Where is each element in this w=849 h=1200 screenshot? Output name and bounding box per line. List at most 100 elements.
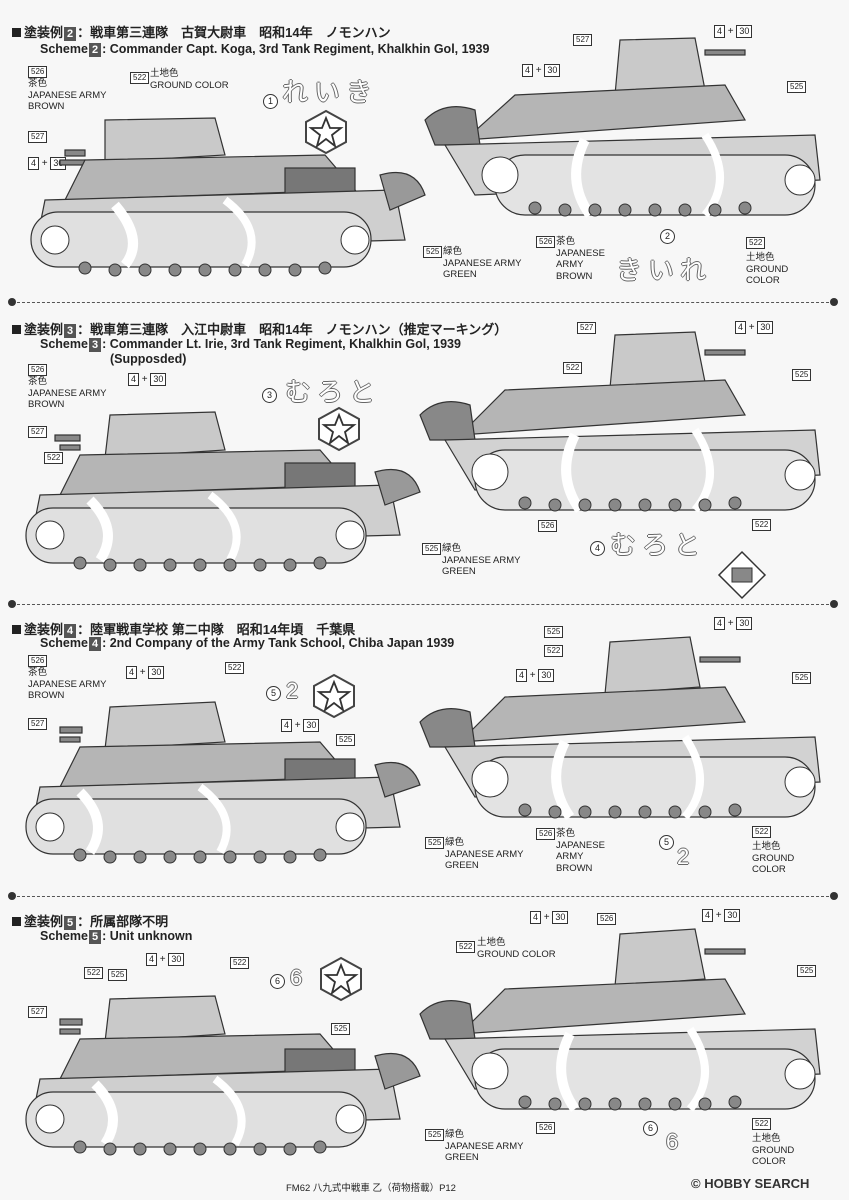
callout-6: 6 (270, 974, 285, 989)
code-526: 526 (28, 66, 48, 78)
decal-4-30: 4 + 30 (146, 953, 185, 966)
star-emblem (313, 673, 355, 719)
decal-4-30: 4 + 30 (281, 719, 320, 732)
code-526: 526 (597, 913, 617, 925)
star-emblem (305, 109, 347, 155)
decal-hiragana: むろと (285, 378, 382, 408)
code-522: 522 (225, 662, 245, 674)
code-525: 525 (787, 81, 807, 93)
code-522: 522 (752, 826, 772, 838)
code-526: 526 (536, 1122, 556, 1134)
decal-4-30: 4 + 30 (128, 373, 167, 386)
unit-emblem (717, 550, 767, 600)
code-522: 522 (544, 645, 564, 657)
code-527: 527 (28, 718, 48, 730)
tank-left-view (25, 701, 421, 864)
code-527: 527 (577, 322, 597, 334)
decal-hiragana: れいき (282, 78, 379, 108)
tank-left-view (30, 117, 426, 277)
code-527: 527 (28, 131, 48, 143)
star-emblem (320, 956, 362, 1002)
code-522: 522 (752, 1118, 772, 1130)
code-525: 525 (797, 965, 817, 977)
code-525: 525 (544, 626, 564, 638)
tank-left-view (25, 411, 421, 572)
decal-number: 2 (286, 678, 299, 703)
code-526: 526 (28, 655, 48, 667)
code-527: 527 (573, 34, 593, 46)
code-525: 525 (425, 837, 445, 849)
callout-3: 3 (262, 388, 277, 403)
code-526: 526 (28, 364, 48, 376)
code-522: 522 (752, 519, 772, 531)
decal-4-30: 4 + 30 (714, 25, 753, 38)
page-footer: FM62 八九式中戦車 乙（荷物搭載）P12 © HOBBY SEARCH (0, 1173, 849, 1200)
decal-4-30: 4 + 30 (702, 909, 741, 922)
code-525: 525 (331, 1023, 351, 1035)
code-525: 525 (423, 246, 443, 258)
footer-text: FM62 八九式中戦車 乙（荷物搭載）P12 (286, 1183, 456, 1194)
code-525: 525 (792, 672, 812, 684)
tank-right-view (419, 928, 821, 1112)
callout-1: 1 (263, 94, 278, 109)
decal-4-30: 4 + 30 (516, 669, 555, 682)
code-525: 525 (336, 734, 356, 746)
code-526: 526 (536, 236, 556, 248)
star-emblem (318, 406, 360, 452)
code-522: 522 (456, 941, 476, 953)
tank-right-view (419, 636, 821, 820)
decal-4-30: 4 + 30 (530, 911, 569, 924)
code-525: 525 (108, 969, 128, 981)
code-526: 526 (536, 828, 556, 840)
callout-2: 2 (660, 229, 675, 244)
code-522: 522 (563, 362, 583, 374)
callout-5: 5 (266, 686, 281, 701)
tank-left-view (25, 995, 421, 1156)
decal-4-30: 4 + 30 (522, 64, 561, 77)
callout-4: 4 (590, 541, 605, 556)
hobby-search-watermark: © HOBBY SEARCH (691, 1176, 810, 1191)
code-526: 526 (538, 520, 558, 532)
code-525: 525 (422, 543, 442, 555)
tank-right-view (424, 37, 821, 218)
decal-number: 6 (290, 965, 303, 990)
decal-number-right: 6 (666, 1129, 679, 1154)
decal-number-right: 2 (677, 844, 690, 869)
code-525: 525 (425, 1129, 445, 1141)
tank-right-view (419, 331, 821, 513)
code-522: 522 (84, 967, 104, 979)
code-522: 522 (230, 957, 250, 969)
decal-4-30: 4 + 30 (735, 321, 774, 334)
callout-6: 6 (643, 1121, 658, 1136)
code-527: 527 (28, 426, 48, 438)
section-divider (8, 600, 838, 608)
decal-4-30: 4 + 30 (126, 666, 165, 679)
code-522: 522 (130, 72, 150, 84)
section-divider (8, 298, 838, 306)
scheme-3-subtitle: (Supposded) (110, 352, 187, 366)
section-divider (8, 892, 838, 900)
